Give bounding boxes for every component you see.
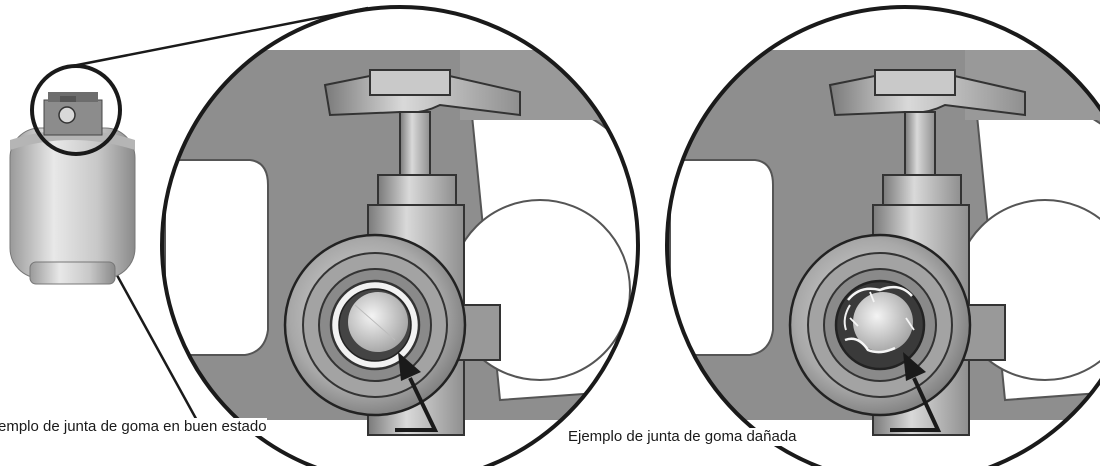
magnifier-circle-left xyxy=(160,5,640,466)
magnifier-circle-right xyxy=(665,5,1100,466)
caption-good-gasket: emplo de junta de goma en buen estado xyxy=(0,418,267,436)
pointer-arrow-damaged xyxy=(890,352,942,432)
valve-closeup-good xyxy=(162,7,638,466)
pointer-arrow-good xyxy=(395,352,439,432)
valve-closeup-damaged xyxy=(667,7,1100,466)
small-magnifier-circle xyxy=(30,64,122,156)
propane-tank-icon xyxy=(9,92,136,285)
caption-damaged-gasket: Ejemplo de junta de goma dañada xyxy=(568,428,797,446)
